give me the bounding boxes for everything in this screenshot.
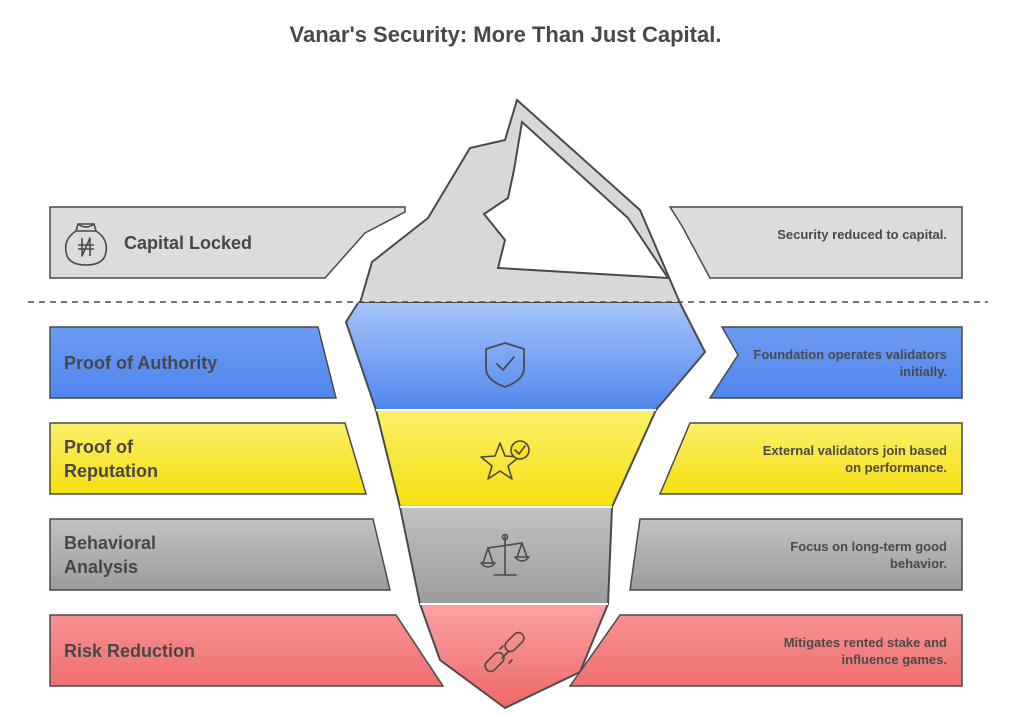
iceberg-snow: [482, 120, 670, 280]
iceberg-layer-risk: [420, 604, 608, 708]
shield-check-icon: [485, 342, 525, 388]
iceberg-layer-authority: [346, 303, 705, 410]
panel-right-behavioral: [629, 518, 963, 591]
proof-of-authority-label: Proof of Authority: [64, 353, 218, 373]
panel-right-risk: [568, 614, 963, 687]
iceberg-layer-behavioral: [400, 507, 612, 604]
panel-left-behavioral: [49, 518, 391, 591]
capital-locked-description: Security reduced to capital.: [777, 227, 947, 242]
panel-right-capital: [668, 206, 963, 279]
panel-left-reputation: [49, 422, 368, 495]
panel-right-reputation: [658, 422, 963, 495]
panel-left-risk: [49, 614, 445, 687]
panel-left-authority: [49, 326, 337, 399]
behavioral-analysis-description: Focus on long-term good behavior.: [790, 539, 947, 571]
risk-reduction-description: Mitigates rented stake and influence gam…: [783, 635, 947, 667]
capital-locked-label: Capital Locked: [124, 233, 253, 253]
proof-of-reputation-description: External validators join based on perfor…: [762, 443, 947, 475]
panel-right-authority: [708, 326, 963, 399]
diagram-title: Vanar's Security: More Than Just Capital…: [289, 22, 722, 47]
proof-of-authority-description: Foundation operates validators initially…: [753, 347, 947, 379]
money-bag-icon: [64, 223, 108, 266]
panel-left-capital: [49, 206, 406, 279]
scale-icon: [480, 533, 530, 576]
broken-chain-icon: [484, 631, 525, 673]
proof-of-reputation-label: Proof of Reputation: [64, 437, 158, 481]
behavioral-analysis-label: Behavioral Analysis: [64, 533, 157, 577]
risk-reduction-label: Risk Reduction: [64, 641, 196, 661]
star-check-icon: [480, 440, 530, 480]
